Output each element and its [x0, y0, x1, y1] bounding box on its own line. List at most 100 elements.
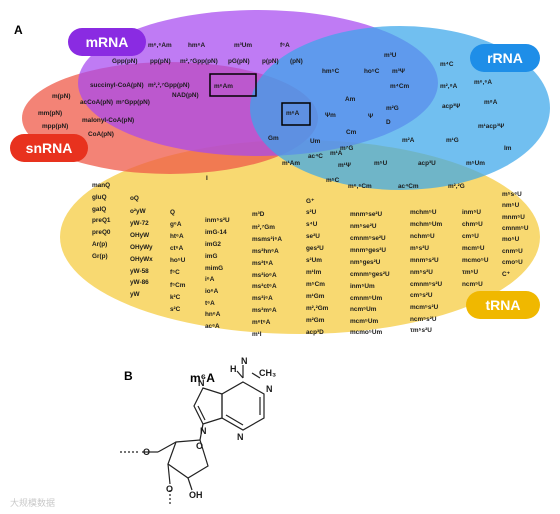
modification-label: hm⁵C: [322, 68, 340, 75]
panel-a-label: A: [14, 23, 23, 37]
modification-label: m⁶,⁶Am: [148, 42, 172, 49]
modification-label: yW-86: [130, 279, 149, 286]
ring-atom-n9: N: [200, 426, 207, 436]
modification-label: cm⁵U: [462, 233, 479, 240]
modification-label: preQ1: [92, 217, 111, 224]
modification-label: ac⁴Cm: [398, 183, 419, 190]
modification-label: NAD(pN): [172, 92, 199, 99]
modification-label: ho⁵U: [170, 257, 186, 264]
m6a-structure: [118, 365, 265, 505]
modification-label: inm⁵U: [462, 209, 481, 216]
ribose-ring: [167, 439, 209, 479]
modification-label: msms²i⁶A: [252, 236, 282, 243]
modification-label: s²U: [306, 209, 317, 216]
modification-label: pG(pN): [228, 58, 250, 65]
modification-label: mchm⁵U: [410, 209, 437, 216]
modification-label: imG: [205, 253, 217, 260]
modification-label: imG-14: [205, 229, 227, 236]
modification-label: Am: [345, 96, 356, 103]
modification-label: acCoA(pN): [80, 99, 113, 106]
modification-label: mpp(pN): [42, 123, 68, 130]
trna-tag-label: tRNA: [486, 297, 521, 313]
modification-label: Cm: [346, 129, 357, 136]
modification-label: m⁵C: [326, 177, 340, 184]
modification-label: m⁵s²U: [410, 245, 429, 252]
modification-label: m¹Ψ: [338, 162, 351, 169]
double-bond-3: [197, 405, 206, 421]
modification-label: g⁶A: [170, 221, 182, 228]
modification-label: m(pN): [52, 93, 70, 100]
modification-label: ho⁵C: [364, 68, 380, 75]
snrna-tag-label: snRNA: [26, 140, 73, 156]
panel-b-label: B: [124, 369, 133, 383]
watermark: 大规模数据: [10, 497, 55, 509]
modification-label: f⁵C: [170, 269, 180, 276]
modification-label: chm⁵U: [462, 221, 483, 228]
o3-atom: O: [166, 484, 173, 494]
modification-label: p(pN): [262, 58, 279, 65]
modification-label: manQ: [92, 182, 110, 189]
modification-label: m⁶,⁶A: [474, 79, 492, 86]
modification-label: hn⁶A: [205, 311, 221, 318]
modification-label: Um: [310, 138, 321, 145]
pyrimidine-ring: [221, 381, 265, 431]
modification-label: yW-72: [130, 220, 149, 227]
modification-label: acp³D: [306, 329, 324, 336]
modification-label: s⁴U: [306, 221, 318, 228]
modification-label: (pN): [290, 58, 303, 65]
modification-label: m¹G: [446, 137, 459, 144]
modification-label: nm⁵s²U: [410, 269, 433, 276]
modification-label: mcm⁵Um: [350, 318, 379, 325]
rrna-tag-label: rRNA: [487, 50, 523, 66]
modification-label: mcmo⁵Um: [350, 329, 382, 336]
modification-label: m⁴C: [440, 61, 454, 68]
sugar-ring-o: O: [196, 441, 203, 451]
atom-h: H: [230, 364, 237, 374]
modification-label: nchm⁵U: [410, 233, 435, 240]
modification-label: m⁶t⁶A: [252, 319, 271, 326]
modification-label: mchm⁵Um: [410, 221, 442, 228]
n-ch3-bond: [251, 372, 261, 379]
modification-label: m³D: [252, 211, 265, 218]
m6a-highlight-box: [281, 102, 311, 126]
modification-label: f⁶A: [280, 42, 290, 49]
modification-label: galQ: [92, 206, 106, 213]
ring-atom-n3: N: [237, 432, 244, 442]
modification-label: ct⁶A: [170, 245, 184, 252]
trna-tag: tRNA: [466, 291, 540, 319]
modification-label: oQ: [130, 195, 139, 202]
modification-label: cmnm⁵ges²U: [350, 271, 390, 278]
modification-label: m⁸A: [484, 99, 498, 106]
modification-label: inm⁵Um: [350, 283, 375, 290]
modification-label: m¹Gm: [306, 293, 325, 300]
modification-label: τm⁵U: [462, 269, 479, 276]
modification-label: k²C: [170, 294, 181, 301]
modification-label: m²,⁸A: [440, 83, 458, 90]
modification-label: preQ0: [92, 229, 111, 236]
modification-label: m²G: [386, 105, 399, 112]
c3-o3-bond: [167, 463, 171, 485]
modification-label: m²,⁷Gpp(pN): [180, 58, 218, 65]
modification-label: mnm⁵U: [502, 214, 525, 221]
modification-label: mcm⁵s²U: [410, 304, 439, 311]
modification-label: io⁶A: [205, 288, 219, 295]
modification-label: ms²ct⁶A: [252, 283, 277, 290]
c4-c5-bond: [157, 441, 177, 453]
modification-label: m¹Am: [282, 160, 300, 167]
modification-label: acp³Ψ: [442, 103, 460, 110]
rrna-tag: rRNA: [470, 44, 540, 72]
modification-label: se²U: [306, 233, 320, 240]
modification-label: ht⁶A: [170, 233, 184, 240]
modification-label: m⁵Um: [466, 160, 485, 167]
modification-label: ncm⁵s²U: [410, 316, 437, 323]
imidazole-ring: [193, 387, 223, 425]
double-bond-2: [225, 414, 244, 426]
modification-label: m⁵s⁶U: [502, 191, 522, 198]
modification-label: m⁵U: [374, 160, 388, 167]
modification-label: ac⁴C: [308, 153, 323, 160]
structure-title: m⁶A: [190, 371, 215, 385]
modification-label: Ψ: [368, 113, 373, 120]
modification-label: gluQ: [92, 194, 107, 201]
modification-label: OHyWy: [130, 244, 153, 251]
